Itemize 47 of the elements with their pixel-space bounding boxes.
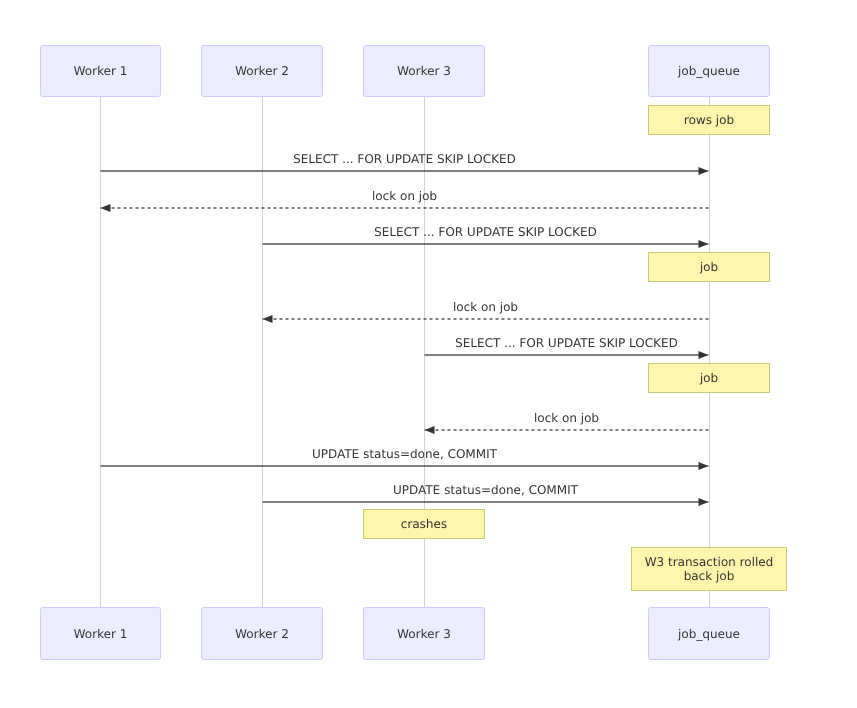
participant-box bbox=[363, 45, 485, 97]
edge-label: UPDATE status=done, COMMIT bbox=[393, 483, 578, 497]
note-box bbox=[631, 547, 787, 591]
note-text: crashes bbox=[400, 517, 448, 531]
note-box bbox=[648, 363, 770, 393]
edge-label: lock on job bbox=[372, 189, 438, 203]
arrow bbox=[262, 498, 708, 506]
lifeline bbox=[708, 591, 710, 607]
note-text: W3 transaction rolled back job bbox=[644, 555, 774, 583]
note-box bbox=[363, 509, 485, 539]
arrow bbox=[100, 462, 708, 470]
note-text: job bbox=[700, 371, 718, 385]
participant-box bbox=[648, 45, 770, 97]
lifeline bbox=[708, 393, 710, 547]
edge-label: SELECT ... FOR UPDATE SKIP LOCKED bbox=[374, 225, 597, 239]
edge-label: SELECT ... FOR UPDATE SKIP LOCKED bbox=[455, 336, 678, 350]
participant-box bbox=[40, 607, 161, 660]
note-box bbox=[648, 252, 770, 282]
participant-name: Worker 1 bbox=[74, 64, 128, 78]
edge-label: lock on job bbox=[452, 300, 518, 314]
arrow bbox=[424, 351, 708, 359]
edge-label: UPDATE status=done, COMMIT bbox=[312, 447, 497, 461]
participant-box bbox=[363, 607, 485, 660]
dashed-arrow bbox=[424, 426, 708, 434]
lifeline bbox=[708, 135, 710, 252]
participant-name: Worker 1 bbox=[74, 626, 128, 640]
note-text: job bbox=[700, 260, 718, 274]
participant-box bbox=[40, 45, 161, 97]
participant-name: Worker 3 bbox=[397, 64, 451, 78]
dashed-arrow bbox=[262, 315, 708, 323]
participant-name: job_queue bbox=[678, 626, 740, 640]
participant-name: job_queue bbox=[678, 64, 740, 78]
edge-label: SELECT ... FOR UPDATE SKIP LOCKED bbox=[293, 152, 516, 166]
participant-name: Worker 2 bbox=[235, 626, 289, 640]
participant-box bbox=[201, 607, 323, 660]
participant-name: Worker 3 bbox=[397, 626, 451, 640]
arrow bbox=[262, 240, 708, 248]
dashed-arrow bbox=[100, 204, 708, 212]
arrow bbox=[100, 167, 708, 175]
note-box bbox=[648, 105, 770, 135]
participant-box bbox=[648, 607, 770, 660]
note-text: rows job bbox=[684, 113, 734, 127]
participant-box bbox=[201, 45, 323, 97]
lifeline bbox=[708, 282, 710, 363]
participant-name: Worker 2 bbox=[235, 64, 289, 78]
lifeline bbox=[708, 97, 710, 105]
edge-label: lock on job bbox=[534, 411, 600, 425]
